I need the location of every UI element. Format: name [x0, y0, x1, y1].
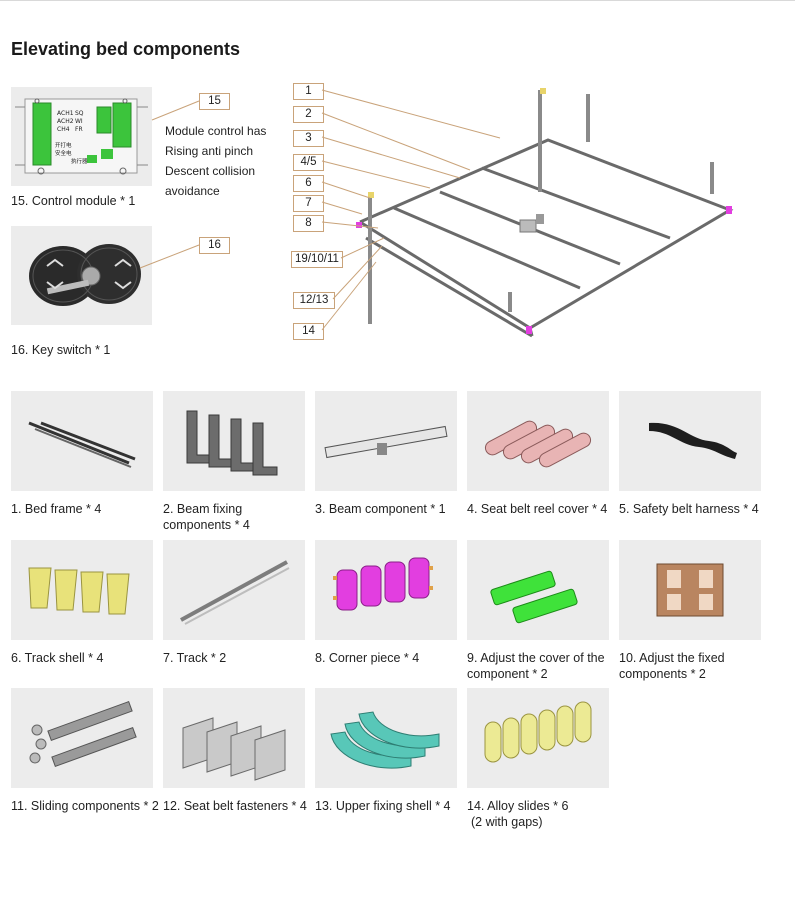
- alloy-slides-icon: [467, 688, 609, 788]
- belt-fasteners-icon: [163, 688, 305, 788]
- upper-fixing-shell-icon: [315, 688, 457, 788]
- board-label: ACH1: [57, 110, 74, 117]
- note-line: Module control has: [165, 124, 267, 138]
- diagram-callout: 12/13: [293, 292, 335, 309]
- corner-pieces-icon: [315, 540, 457, 640]
- part-label-text: 10. Adjust the fixed components * 2: [619, 651, 725, 681]
- part-image: [163, 540, 305, 640]
- key-switch-image: [11, 226, 152, 325]
- part-label-text: 1. Bed frame * 4: [11, 502, 102, 516]
- control-module-caption: 15. Control module * 1: [11, 194, 136, 208]
- part-label-text: 3. Beam component * 1: [315, 502, 446, 516]
- part-label: 4. Seat belt reel cover * 4: [467, 501, 615, 517]
- top-divider: [0, 0, 795, 1]
- diagram-callout: 3: [293, 130, 324, 147]
- part-label: 13. Upper fixing shell * 4: [315, 798, 463, 814]
- board-label: 执行器: [71, 157, 88, 165]
- part-image: [315, 540, 457, 640]
- part-label-text: 12. Seat belt fasteners * 4: [163, 799, 307, 813]
- part-image: [467, 540, 609, 640]
- part-image: [163, 391, 305, 491]
- part-label: 9. Adjust the cover of the component * 2: [467, 650, 615, 682]
- part-image: [11, 688, 153, 788]
- part-label: 14. Alloy slides * 6 (2 with gaps): [467, 798, 615, 830]
- part-label: 10. Adjust the fixed components * 2: [619, 650, 767, 682]
- part-label-text: 5. Safety belt harness * 4: [619, 502, 759, 516]
- part-label-text: 8. Corner piece * 4: [315, 651, 420, 665]
- part-label-text: 4. Seat belt reel cover * 4: [467, 502, 608, 516]
- diagram-callout: 19/10/11: [291, 251, 343, 268]
- part-label-text: 7. Track * 2: [163, 651, 227, 665]
- diagram-callout: 6: [293, 175, 324, 192]
- adjust-fixed-icon: [619, 540, 761, 640]
- control-module-notes: Module control has Rising anti pinch Des…: [165, 121, 266, 201]
- note-line: avoidance: [165, 184, 220, 198]
- board-label: FR: [75, 126, 83, 133]
- part-image: [619, 391, 761, 491]
- part-label: 5. Safety belt harness * 4: [619, 501, 767, 517]
- diagram-callout: 2: [293, 106, 324, 123]
- track-icon: [163, 540, 305, 640]
- reel-covers-icon: [467, 391, 609, 491]
- diagram-callout: 4/5: [293, 154, 324, 171]
- part-label: 1. Bed frame * 4: [11, 501, 159, 517]
- board-label: SQ: [75, 110, 84, 117]
- control-module-image: ACH1 ACH2 CH4 SQ WI FR 开打电 安全电 执行器: [11, 87, 152, 186]
- part-image: [315, 688, 457, 788]
- part-label: 12. Seat belt fasteners * 4: [163, 798, 311, 814]
- part-label: 6. Track shell * 4: [11, 650, 159, 666]
- part-image: [315, 391, 457, 491]
- beam-fixing-brackets-icon: [163, 391, 305, 491]
- board-label: CH4: [57, 126, 70, 133]
- part-label-text: 2. Beam fixing components * 4: [163, 502, 250, 532]
- control-module-board-icon: ACH1 ACH2 CH4 SQ WI FR 开打电 安全电 执行器: [11, 87, 152, 186]
- part-label-text: 11. Sliding components * 2: [11, 799, 159, 813]
- part-image: [11, 540, 153, 640]
- sliding-components-icon: [11, 688, 153, 788]
- part-label: 11. Sliding components * 2: [11, 798, 159, 814]
- note-line: Rising anti pinch: [165, 144, 254, 158]
- part-image: [619, 540, 761, 640]
- track-shells-icon: [11, 540, 153, 640]
- key-switch-caption: 16. Key switch * 1: [11, 343, 111, 357]
- bed-frame-diagram: [356, 88, 734, 338]
- board-label: 安全电: [55, 149, 72, 157]
- belt-harness-icon: [619, 391, 761, 491]
- bed-frame-rails-icon: [11, 391, 153, 491]
- board-label: ACH2: [57, 118, 74, 125]
- note-line: Descent collision: [165, 164, 256, 178]
- part-label: 3. Beam component * 1: [315, 501, 463, 517]
- diagram-callout: 1: [293, 83, 324, 100]
- part-image: [11, 391, 153, 491]
- callout-15: 15: [199, 93, 230, 110]
- diagram-callout: 8: [293, 215, 324, 232]
- part-image: [467, 688, 609, 788]
- part-label: 8. Corner piece * 4: [315, 650, 463, 666]
- part-label-text: 14. Alloy slides * 6: [467, 799, 569, 813]
- part-label-text: 9. Adjust the cover of the component * 2: [467, 651, 605, 681]
- key-switch-icon: [11, 226, 152, 325]
- part-label-text: 13. Upper fixing shell * 4: [315, 799, 451, 813]
- board-label: WI: [75, 118, 83, 125]
- beam-component-icon: [315, 391, 457, 491]
- callout-16: 16: [199, 237, 230, 254]
- part-image: [163, 688, 305, 788]
- part-label: 7. Track * 2: [163, 650, 311, 666]
- diagram-callout: 7: [293, 195, 324, 212]
- part-label-text: 6. Track shell * 4: [11, 651, 104, 665]
- page-title: Elevating bed components: [11, 39, 241, 59]
- board-label: 开打电: [55, 141, 72, 149]
- adjust-covers-icon: [467, 540, 609, 640]
- part-label: 2. Beam fixing components * 4: [163, 501, 311, 533]
- diagram-callout: 14: [293, 323, 324, 340]
- part-image: [467, 391, 609, 491]
- part-sublabel: (2 with gaps): [471, 815, 543, 829]
